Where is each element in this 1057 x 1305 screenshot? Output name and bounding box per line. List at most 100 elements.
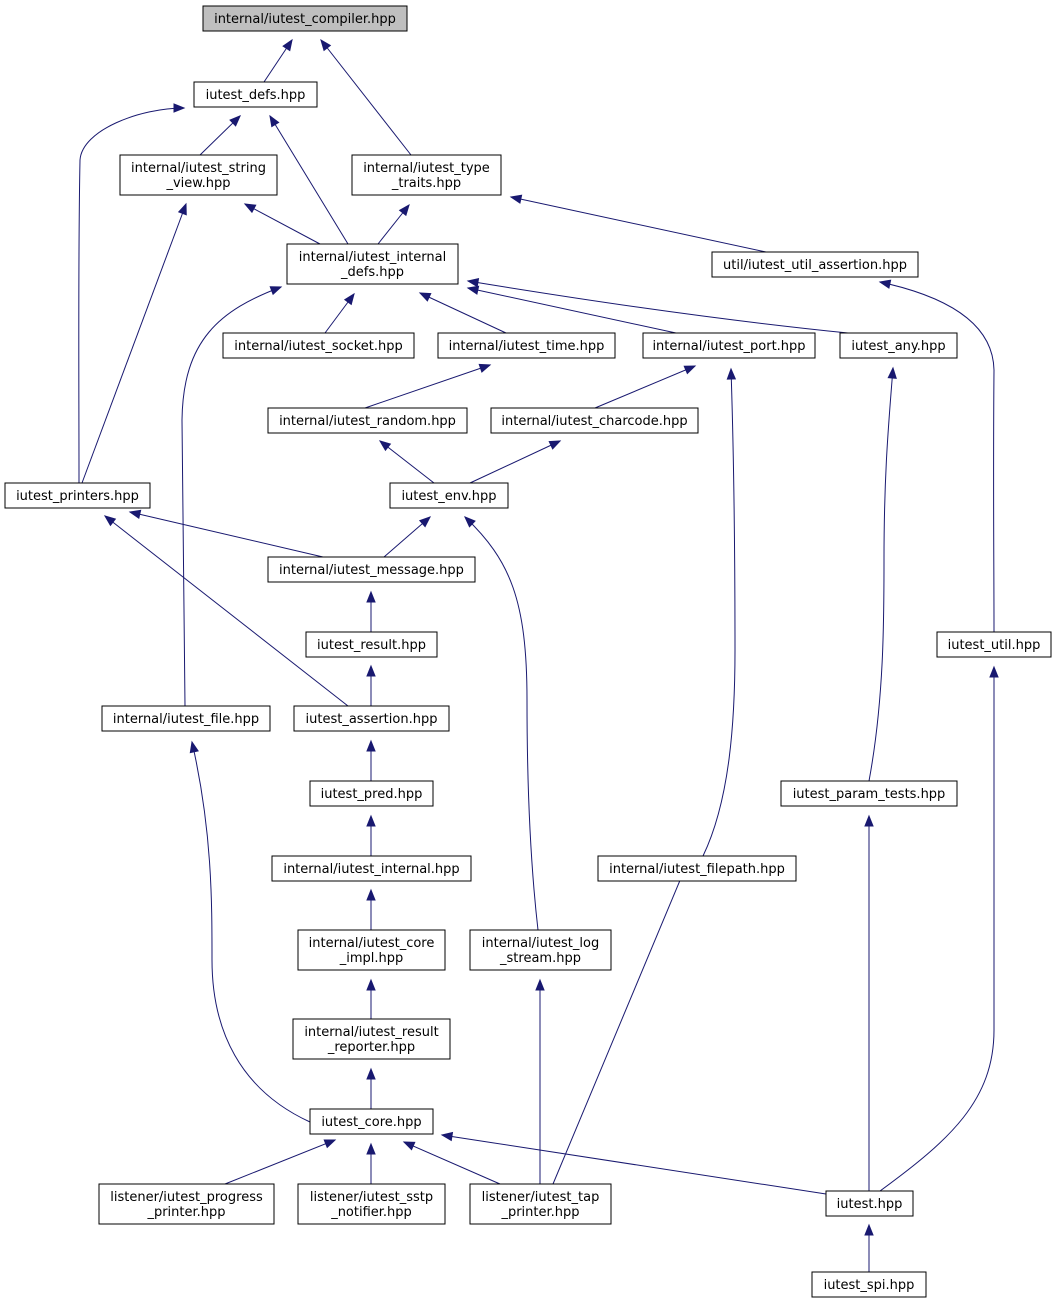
node-time[interactable]: internal/iutest_time.hpp: [437, 332, 616, 359]
node-env[interactable]: iutest_env.hpp: [389, 482, 509, 509]
node-any[interactable]: iutest_any.hpp: [839, 332, 958, 359]
node-label: internal/iutest_port.hpp: [652, 339, 805, 354]
edge-port-to-internal_defs: [466, 285, 677, 334]
node-log-stream[interactable]: internal/iutest_log_stream.hpp: [469, 929, 612, 971]
node-charcode[interactable]: internal/iutest_charcode.hpp: [490, 407, 699, 434]
node-box: [437, 332, 616, 359]
edge-string_view-to-defs: [199, 115, 241, 156]
node-internal-defs[interactable]: internal/iutest_internal_defs.hpp: [286, 243, 459, 285]
arrow-head-icon: [366, 590, 376, 603]
arrow-head-icon: [366, 664, 376, 677]
arrow-head-icon: [189, 740, 199, 754]
node-box: [309, 780, 434, 807]
edge-line: [224, 1139, 336, 1185]
edge-line: [868, 367, 894, 782]
node-box: [389, 482, 509, 509]
node-internal[interactable]: internal/iutest_internal.hpp: [271, 855, 472, 882]
node-box: [305, 631, 438, 658]
node-sstp-notifier[interactable]: listener/iutest_sstp_notifier.hpp: [297, 1183, 446, 1225]
node-message[interactable]: internal/iutest_message.hpp: [267, 556, 476, 583]
edge-message-to-env: [383, 516, 432, 558]
node-socket[interactable]: internal/iutest_socket.hpp: [222, 332, 415, 359]
node-filepath[interactable]: internal/iutest_filepath.hpp: [597, 855, 797, 882]
edge-tap_printer-to-log_stream: [535, 978, 545, 1184]
node-label: iutest.hpp: [837, 1197, 903, 1212]
node-type-traits[interactable]: internal/iutest_type_traits.hpp: [351, 154, 502, 196]
edge-assertion-to-result: [366, 664, 376, 706]
node-port[interactable]: internal/iutest_port.hpp: [642, 332, 816, 359]
edges-layer: [78, 38, 999, 1272]
node-label: internal/iutest_message.hpp: [279, 563, 464, 578]
edge-spi-to-iutest: [864, 1223, 874, 1272]
node-label: _printer.hpp: [146, 1205, 225, 1220]
node-label: util/iutest_util_assertion.hpp: [723, 258, 907, 273]
edge-internal_defs-to-string_view: [243, 203, 321, 245]
node-result-reporter[interactable]: internal/iutest_result_reporter.hpp: [292, 1018, 451, 1060]
node-printers[interactable]: iutest_printers.hpp: [4, 482, 151, 509]
edge-line: [379, 440, 435, 484]
arrow-head-icon: [366, 978, 376, 991]
node-string-view[interactable]: internal/iutest_string_view.hpp: [119, 154, 278, 196]
edge-line: [441, 1134, 827, 1195]
edge-sstp_notifier-to-core: [366, 1142, 376, 1184]
node-box: [292, 1018, 451, 1060]
node-label: _reporter.hpp: [327, 1040, 415, 1055]
node-file[interactable]: internal/iutest_file.hpp: [101, 705, 271, 732]
edge-line: [244, 203, 321, 245]
arrow-head-icon: [398, 203, 410, 217]
arrow-head-icon: [366, 888, 376, 901]
node-util[interactable]: iutest_util.hpp: [936, 631, 1052, 658]
edge-line: [552, 865, 687, 1185]
arrow-head-icon: [478, 363, 492, 373]
node-label: iutest_env.hpp: [401, 489, 496, 504]
arrow-head-icon: [509, 194, 523, 204]
node-box: [490, 407, 699, 434]
edge-line: [510, 196, 767, 253]
node-iutest[interactable]: iutest.hpp: [825, 1190, 914, 1217]
node-pred[interactable]: iutest_pred.hpp: [309, 780, 434, 807]
arrow-head-icon: [269, 286, 283, 296]
edge-line: [181, 286, 282, 707]
node-spi[interactable]: iutest_spi.hpp: [811, 1271, 927, 1298]
edge-result_reporter-to-core_impl: [366, 978, 376, 1019]
node-box: [469, 929, 612, 971]
node-box: [811, 1271, 927, 1298]
arrow-head-icon: [418, 516, 432, 528]
node-result[interactable]: iutest_result.hpp: [305, 631, 438, 658]
arrow-head-icon: [128, 509, 142, 519]
node-label: iutest_any.hpp: [851, 339, 945, 354]
edge-line: [269, 115, 349, 245]
node-assertion[interactable]: iutest_assertion.hpp: [293, 705, 450, 732]
edge-tap_printer-to-core: [402, 1141, 501, 1185]
node-box: [711, 251, 919, 278]
edge-line: [419, 292, 507, 334]
node-label: iutest_param_tests.hpp: [793, 787, 946, 802]
node-box: [119, 154, 278, 196]
edge-log_stream-to-env: [464, 516, 539, 931]
node-tap-printer[interactable]: listener/iutest_tap_printer.hpp: [469, 1183, 612, 1225]
arrow-head-icon: [343, 292, 355, 306]
node-box: [267, 407, 468, 434]
node-random[interactable]: internal/iutest_random.hpp: [267, 407, 468, 434]
node-param-tests[interactable]: iutest_param_tests.hpp: [780, 780, 958, 807]
node-box: [202, 5, 408, 32]
node-progress-printer[interactable]: listener/iutest_progress_printer.hpp: [98, 1183, 275, 1225]
edge-param_tests-to-any: [868, 366, 897, 782]
arrow-head-icon: [726, 367, 737, 380]
node-label: internal/iutest_socket.hpp: [234, 339, 403, 354]
arrow-head-icon: [366, 1067, 376, 1080]
arrow-head-icon: [103, 515, 117, 527]
node-compiler[interactable]: internal/iutest_compiler.hpp: [202, 5, 408, 32]
edge-env-to-charcode: [469, 440, 562, 484]
node-util-assertion[interactable]: util/iutest_util_assertion.hpp: [711, 251, 919, 278]
arrow-head-icon: [466, 285, 480, 295]
node-core-impl[interactable]: internal/iutest_core_impl.hpp: [297, 929, 446, 971]
edge-socket-to-internal_defs: [324, 292, 355, 334]
node-label: listener/iutest_sstp: [310, 1190, 433, 1205]
node-box: [469, 1183, 612, 1225]
node-label: _view.hpp: [165, 176, 230, 191]
node-core[interactable]: iutest_core.hpp: [309, 1108, 434, 1135]
node-defs[interactable]: iutest_defs.hpp: [193, 81, 318, 108]
edge-time-to-internal_defs: [418, 292, 507, 334]
